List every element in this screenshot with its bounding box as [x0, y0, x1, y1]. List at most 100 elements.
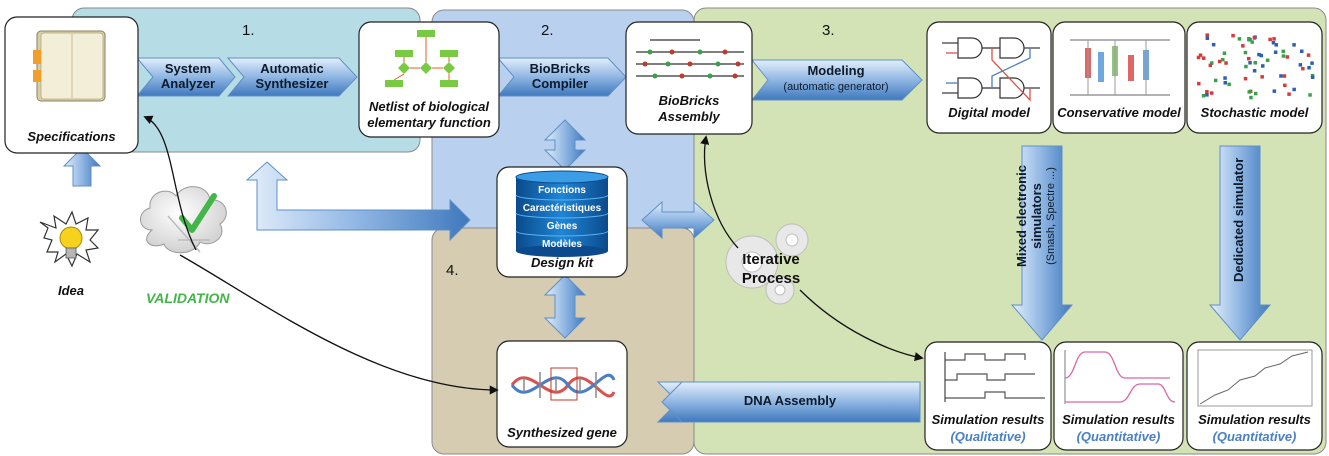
scatter-dot [1250, 40, 1254, 44]
region1-designkit-arrow [245, 161, 471, 242]
scatter-dot [1213, 78, 1218, 83]
scatter-dot [1252, 69, 1257, 73]
idea-label: Idea [57, 283, 84, 298]
biobricks-assembly-box [625, 21, 753, 135]
scatter-dot [1292, 87, 1296, 92]
scatter-dot [1285, 55, 1290, 59]
digital-model-label: Digital model [948, 105, 1030, 120]
scatter-dot [1243, 50, 1248, 55]
sim-results-2-sub: (Quantitative) [1076, 429, 1161, 444]
scatter-dot [1247, 56, 1251, 61]
scatter-dot [1227, 82, 1231, 87]
validation-to-specs-curve [143, 115, 197, 251]
netlist-image [385, 30, 458, 87]
design-kit-label: Design kit [530, 255, 594, 270]
db-entry-genes: Gènes [546, 221, 578, 232]
scatter-dot [1208, 63, 1213, 68]
scatter-dot [1300, 49, 1304, 53]
lightbulb-image [39, 210, 100, 268]
scatter-dot [1231, 33, 1235, 38]
digital-circuit-image [942, 37, 1040, 99]
scatter-dot [1274, 43, 1278, 47]
sim-results-2-box [1053, 341, 1184, 451]
mixed-sim-arrow [1010, 145, 1074, 341]
sim-results-1-sub: (Qualitative) [950, 429, 1026, 444]
scatter-dot [1205, 33, 1209, 37]
specifications-label: Specifications [27, 129, 116, 144]
iterative-label-1: Iterative [742, 251, 800, 268]
scatter-dot [1205, 93, 1209, 97]
sim-results-3-title: Simulation results [1198, 412, 1311, 427]
mixed-sim-label-2: simulators [1029, 183, 1044, 249]
scatter-dot [1306, 53, 1311, 57]
mixed-sim-label-3: (Smash, Spectre ...) [1045, 167, 1057, 265]
dna-assembly-label: DNA Assembly [743, 393, 837, 408]
scatter-dot [1197, 81, 1201, 86]
idea-up-arrow [62, 147, 102, 187]
db-entry-fonctions: Fonctions [538, 185, 586, 196]
scatter-dot [1268, 37, 1272, 42]
db-entry-caracteristiques: Caractéristiques [522, 203, 602, 214]
scatter-dot [1221, 58, 1225, 62]
scatter-dot [1281, 54, 1286, 58]
notebook-image [33, 30, 106, 102]
validation-label: VALIDATION [146, 290, 230, 306]
conservative-image [1070, 39, 1170, 96]
stochastic-model-box [1186, 21, 1323, 134]
scatter-dot [1272, 37, 1276, 41]
scatter-dot [1211, 42, 1216, 47]
scatter-dot [1205, 36, 1210, 40]
scatter-dot [1271, 41, 1276, 45]
region-1-number: 1. [242, 22, 255, 39]
netlist-label-2: elementary function [367, 115, 491, 130]
scatter-dot [1202, 56, 1206, 60]
scatter-dot [1198, 53, 1203, 57]
scatter-dot [1210, 61, 1214, 65]
modeling-sub-label: (automatic generator) [783, 81, 889, 93]
scatter-dot [1279, 74, 1283, 78]
dedicated-sim-arrow [1208, 145, 1272, 341]
auto-synth-label-2: Synthesizer [255, 76, 329, 91]
scatter-dot [1292, 43, 1296, 47]
sim-results-1-title: Simulation results [931, 412, 1045, 427]
scatter-dot [1223, 81, 1227, 85]
gears-image [725, 223, 809, 305]
sim-results-3-box [1186, 341, 1323, 451]
scatter-dot [1261, 64, 1265, 68]
scatter-dot [1310, 75, 1315, 79]
system-analyzer-label-2: Analyzer [160, 76, 216, 91]
scatter-dot [1248, 61, 1252, 65]
stochastic-model-label: Stochastic model [1200, 105, 1309, 120]
sim-results-3-sub: (Quantitative) [1212, 429, 1297, 444]
sim-plot-quantitative-1 [1064, 350, 1176, 404]
iterative-to-sim-curve [799, 289, 924, 362]
scatter-dot [1273, 50, 1278, 54]
region-3-number: 3. [822, 22, 835, 39]
netlist-box [358, 21, 500, 138]
scatter-dot [1310, 61, 1314, 65]
biobricks-assembly-label-1: BioBricks [658, 93, 720, 108]
dna-assembly-arrow-body [661, 381, 921, 423]
scatter-dot [1210, 91, 1214, 95]
scatter-dot [1224, 61, 1228, 65]
designkit-region3-arrow [641, 200, 715, 240]
biobricks-compiler-label-1: BioBricks [529, 61, 591, 76]
sim-results-1-box [924, 341, 1052, 451]
region-4-number: 4. [446, 262, 459, 279]
scatter-dot [1272, 89, 1277, 93]
scatter-dot [1281, 49, 1285, 54]
digital-circuit-wires [946, 48, 1031, 102]
biobricks-compiler-label-2: Compiler [531, 76, 589, 91]
stochastic-image [1196, 33, 1315, 100]
scatter-dot [1298, 63, 1303, 67]
sim-plot-qualitative [944, 352, 1045, 402]
biobricks-assembly-label-2: Assembly [658, 109, 720, 124]
database-cylinder [515, 170, 609, 257]
scatter-dot [1265, 58, 1270, 62]
region-2-number: 2. [541, 22, 554, 39]
modeling-label: Modeling [807, 63, 865, 78]
scatter-dot [1241, 44, 1245, 48]
scatter-dot [1301, 66, 1305, 71]
sim-plot-quantitative-2 [1197, 349, 1313, 407]
